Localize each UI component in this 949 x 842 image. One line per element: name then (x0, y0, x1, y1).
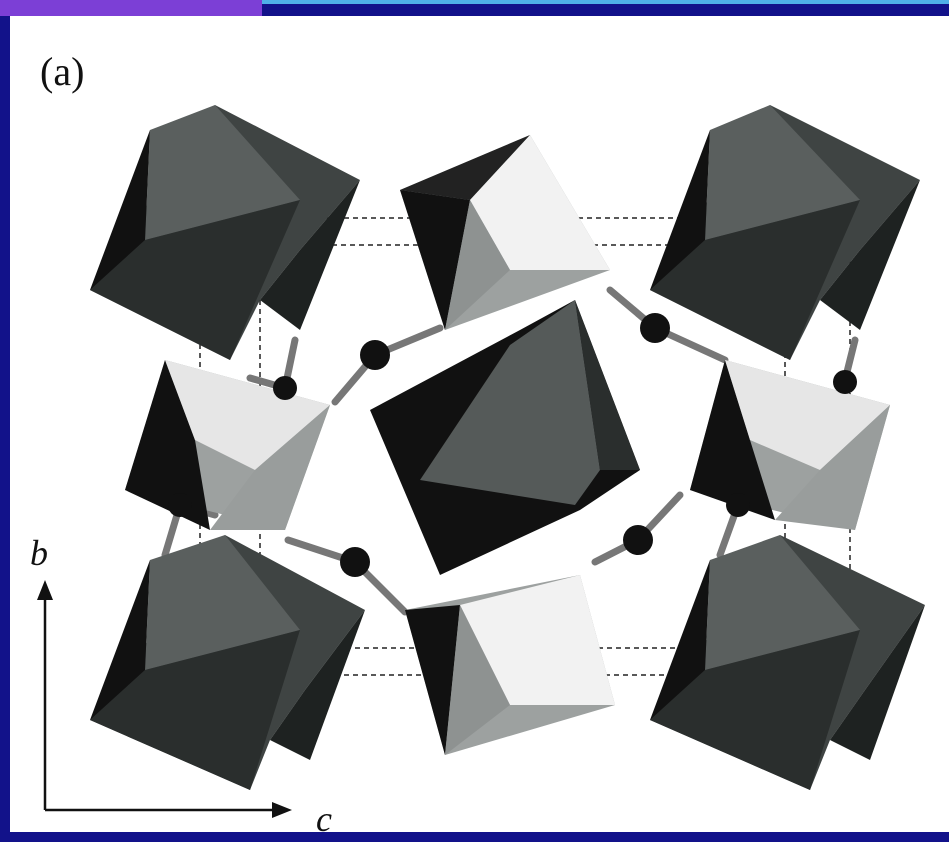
light-octahedron-bottom-center (405, 575, 615, 755)
dark-octahedron-bottom-right (650, 535, 925, 790)
dark-octahedron-top-left (90, 105, 360, 360)
axis-label-c: c (316, 799, 332, 832)
light-octahedron-right-middle (690, 360, 890, 530)
light-octahedron-top-center (400, 135, 610, 330)
axis-label-b: b (30, 533, 48, 573)
atoms (168, 313, 857, 577)
axis-arrows (37, 580, 292, 818)
dark-octahedron-top-right (650, 105, 920, 360)
top-accent-line (262, 0, 949, 4)
crystal-structure-drawing (37, 105, 925, 818)
panel-label: (a) (40, 49, 85, 94)
dark-octahedron-center (370, 300, 640, 575)
dark-octahedron-bottom-left (90, 535, 365, 790)
crystal-structure-figure: (a) b c (10, 16, 949, 832)
top-accent-bar (0, 0, 262, 16)
light-octahedron-left-middle (125, 360, 330, 530)
